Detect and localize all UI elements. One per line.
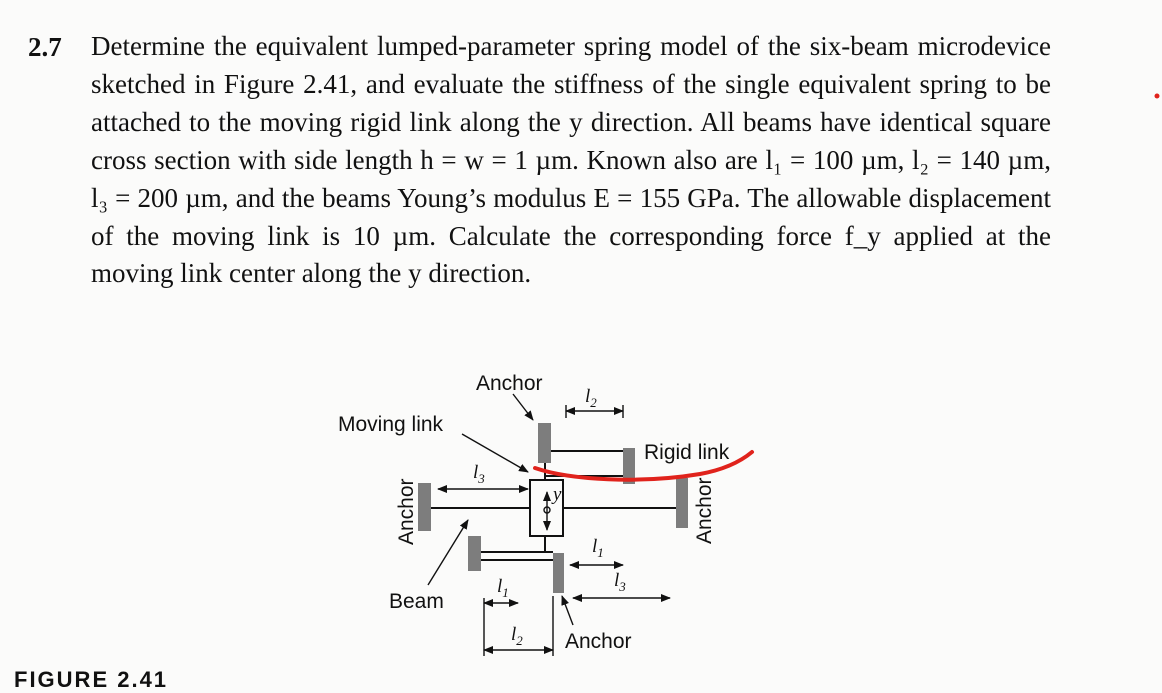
anchor-block-bottom [553,553,564,593]
label-anchor-top: Anchor [476,372,543,395]
dim-l3-bottom: l3 [614,570,626,594]
dim-l3-left: l3 [473,462,485,486]
problem-number: 2.7 [28,32,62,62]
moving-link-body [529,479,564,537]
label-anchor-left: Anchor [395,478,418,545]
label-anchor-right: Anchor [693,477,716,544]
red-underline-annotation [533,450,754,482]
anchor-block-right [676,478,688,528]
dim-l2-bottom: l2 [511,624,523,648]
figure-caption: FIGURE 2.41 [14,667,169,692]
anchor-block-bottom-left [468,536,481,571]
dim-l1-mid: l1 [592,536,604,560]
label-y-axis: y [551,484,562,505]
problem-text: Determine the equivalent lumped-paramete… [91,31,1051,289]
rigid-link-block [623,448,635,484]
label-rigid-link: Rigid link [644,441,730,464]
red-dot-annotation [1154,93,1160,99]
label-beam: Beam [389,590,444,613]
anchor-block-left [418,483,431,531]
dim-l1-bottom: l1 [497,576,509,600]
label-moving-link: Moving link [338,413,444,436]
dim-l2-top: l2 [585,386,597,410]
anchor-block-top [538,423,551,463]
label-anchor-bottom: Anchor [565,630,632,653]
